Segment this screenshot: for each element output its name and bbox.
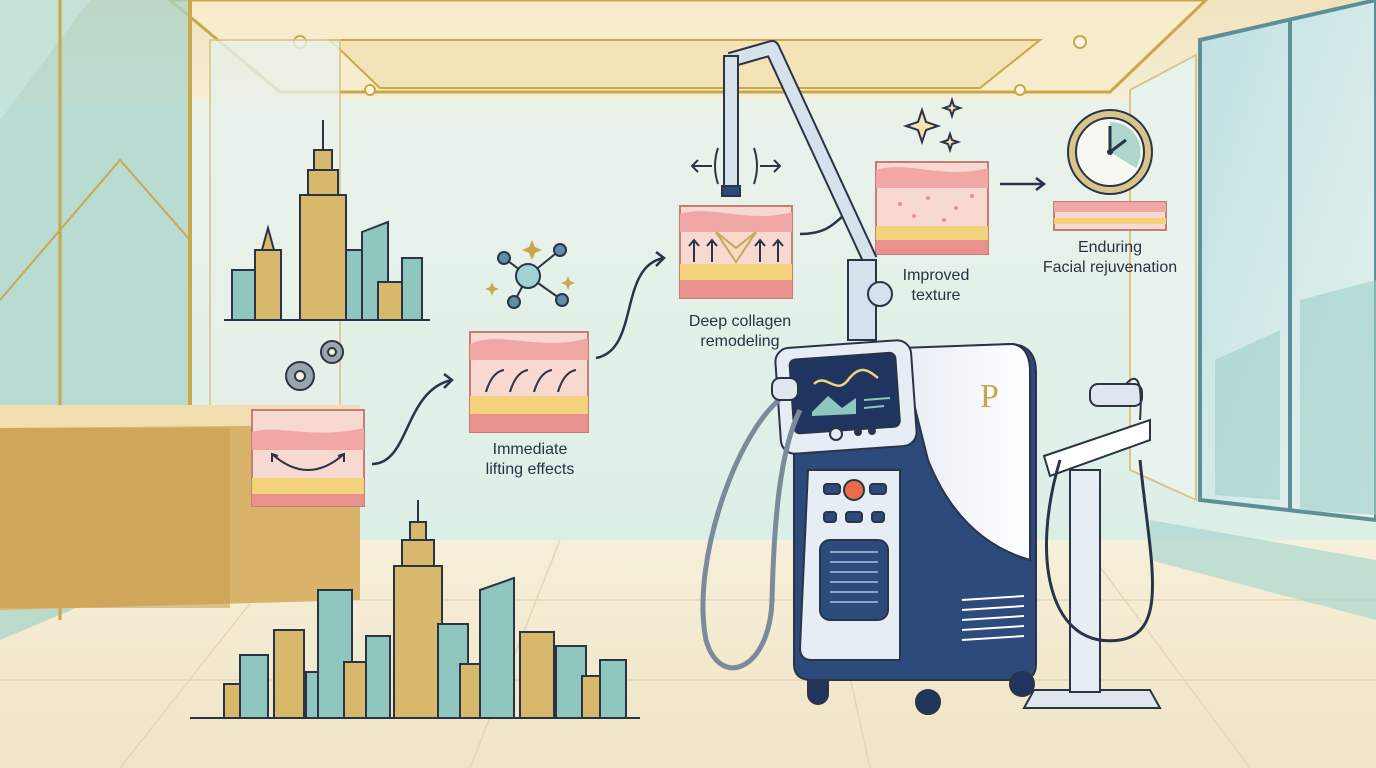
clock-icon (1067, 109, 1153, 195)
step-label-deep-collagen: Deep collagen remodeling (660, 312, 820, 352)
step-label-line1: Enduring (1077, 239, 1143, 256)
flow-arrows (371, 177, 1047, 466)
step-label-line2: Facial rejuvenation (1042, 259, 1178, 276)
molecule-icon (497, 243, 569, 309)
laser-device (700, 40, 1037, 715)
skin-strip-step5 (1053, 201, 1167, 231)
step-label-line2: texture (911, 287, 961, 304)
step-label-line2: remodeling (700, 333, 780, 350)
step-label-enduring-rejuvenation: Enduring Facial rejuvenation (1022, 238, 1198, 278)
sparkle-icons (902, 96, 964, 154)
arrow-step1-to-step2 (371, 378, 453, 466)
step-label-line2: lifting effects (485, 461, 575, 478)
handpiece-stand (1022, 377, 1162, 709)
gear-icon (285, 340, 344, 391)
skin-layer-card-step1 (251, 409, 365, 507)
right-windows (1129, 0, 1376, 620)
device-logo: P (980, 378, 999, 415)
step-label-line1: Improved (902, 267, 970, 284)
compression-arrows-icon (690, 147, 782, 185)
skin-layer-card-step2 (469, 331, 589, 433)
ceiling-coffer (167, 0, 1209, 96)
upper-city-skyline (224, 120, 430, 321)
step-label-immediate-lifting: Immediate lifting effects (456, 440, 604, 480)
skin-layer-card-step4 (875, 161, 989, 255)
skin-layer-card-step3 (679, 205, 793, 299)
sparkle-icons-small (485, 240, 575, 296)
lower-city-skyline (190, 500, 640, 719)
step-label-line1: Deep collagen (688, 313, 792, 330)
arrow-step2-to-step3 (595, 256, 665, 360)
step-label-improved-texture: Improved texture (866, 266, 1006, 306)
step-label-line1: Immediate (492, 441, 568, 458)
